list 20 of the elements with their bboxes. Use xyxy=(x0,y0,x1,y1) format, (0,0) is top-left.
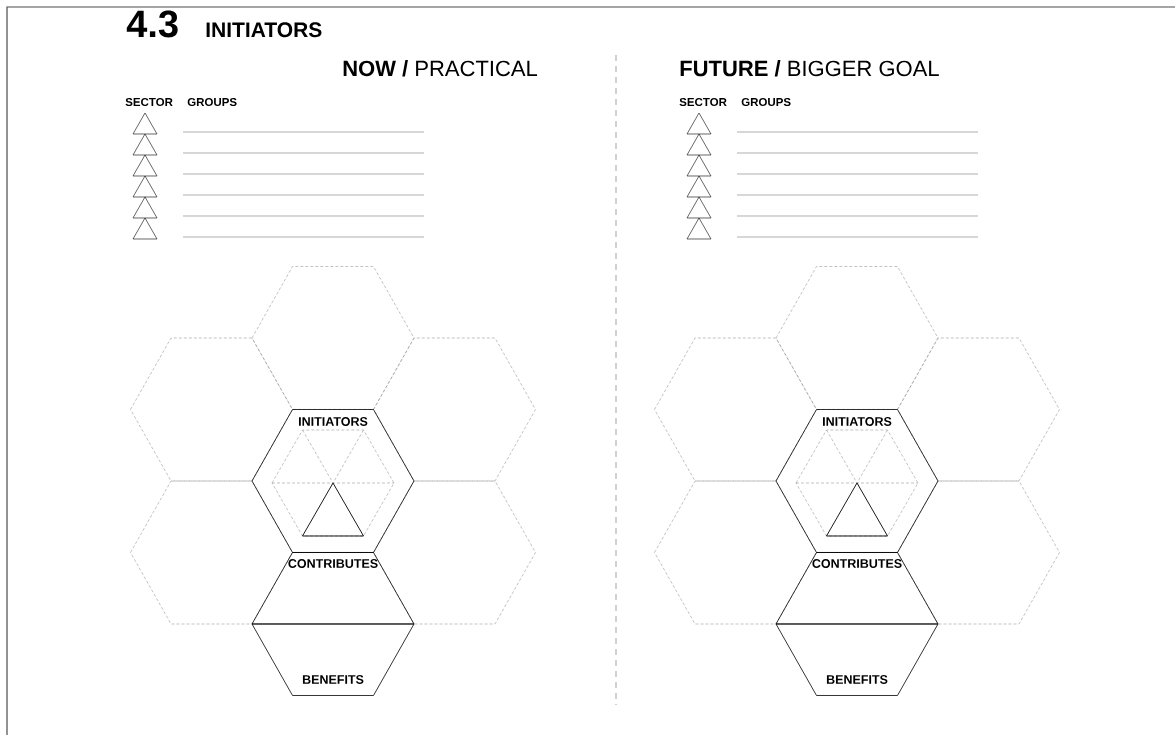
hexagon xyxy=(654,337,817,482)
page-title: INITIATORS xyxy=(206,22,322,38)
hexagon: INITIATORS xyxy=(775,409,939,553)
hexagon xyxy=(130,337,293,482)
column-label: GROUPS xyxy=(187,97,237,107)
column-label: SECTOR xyxy=(125,97,173,107)
trapezoid: CONTRIBUTES xyxy=(775,552,939,625)
hexagon xyxy=(251,266,415,410)
hexagon xyxy=(373,337,536,482)
hexagon xyxy=(897,337,1060,482)
trapezoid: BENEFITS xyxy=(775,623,939,696)
trapezoid: CONTRIBUTES xyxy=(251,552,415,625)
column-heading: NOW / PRACTICAL xyxy=(343,60,538,77)
hexagon xyxy=(775,266,939,410)
trapezoid: BENEFITS xyxy=(251,623,415,696)
hexagon: INITIATORS xyxy=(251,409,415,553)
section-number: 4.3 xyxy=(126,10,178,38)
column-label: SECTOR xyxy=(679,97,727,107)
column-label: GROUPS xyxy=(741,97,791,107)
column-heading: FUTURE / BIGGER GOAL xyxy=(680,60,939,77)
